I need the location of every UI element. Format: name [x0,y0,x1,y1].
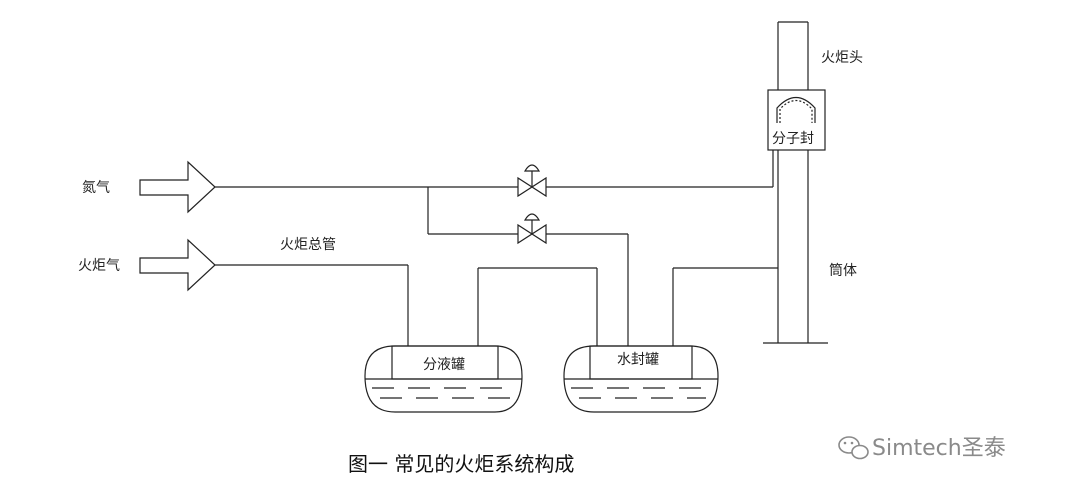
water-seal-drum [563,345,719,413]
flare-gas-inlet-arrow [139,238,216,292]
flare-stack [763,21,828,344]
valve-lower[interactable] [517,213,547,245]
stack-label: 筒体 [829,262,857,279]
valve-upper[interactable] [517,164,547,198]
watermark-text: Simtech圣泰 [872,436,1006,461]
flare-gas-label: 火炬气 [78,258,120,274]
nitrogen-inlet-arrow [139,160,216,214]
knockout-drum-label: 分液罐 [423,357,465,373]
molecular-seal-label: 分子封 [772,131,814,147]
flare-tip-label: 火炬头 [821,50,863,66]
water-seal-drum-label: 水封罐 [617,352,659,368]
nitrogen-label: 氮气 [82,180,110,196]
knockout-drum [364,345,523,413]
wechat-icon [838,436,869,460]
molecular-seal [767,89,826,151]
flare-header-label: 火炬总管 [280,237,336,253]
figure-caption: 图一 常见的火炬系统构成 [348,452,574,476]
